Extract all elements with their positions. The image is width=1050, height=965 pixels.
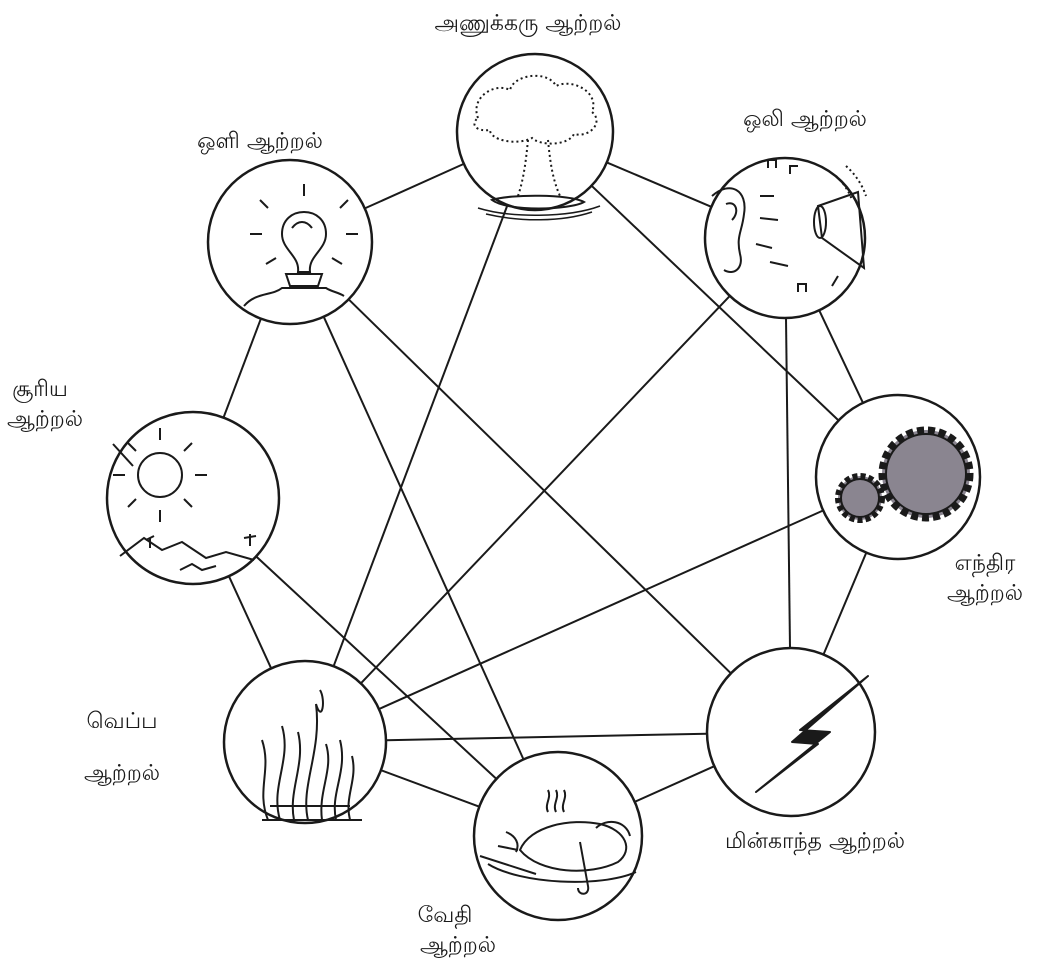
node-heat [224,661,386,823]
link-solar-light [224,319,261,418]
label-electrical: மின்காந்த ஆற்றல் [725,829,905,855]
link-nuclear-sound [607,162,712,206]
node-nuclear [457,54,613,220]
link-electrical-heat [386,734,707,741]
link-sound-electrical [786,318,790,648]
label-chemical-1: வேதி [418,903,473,929]
node-light [208,160,372,324]
node-sound [705,158,866,318]
link-electrical-chemical [635,766,715,802]
node-mechanical [816,395,980,559]
link-sound-heat [361,296,730,683]
link-heat-solar [229,576,271,668]
label-solar-2: ஆற்றல் [7,407,83,432]
node-chemical [474,752,642,920]
label-mechanical-2: ஆற்றல் [947,581,1023,606]
node-solar [107,412,279,584]
link-mechanical-electrical [824,553,867,655]
label-mechanical-1: எந்திர [955,551,1016,577]
label-solar-1: சூரிய [12,377,68,403]
label-heat-2: ஆற்றல் [84,761,160,786]
link-chemical-heat [381,770,479,807]
link-nuclear-light [365,164,464,209]
label-nuclear: அணுக்கரு ஆற்றல் [435,11,622,37]
label-heat-1: வெப்ப [87,709,158,734]
node-electrical [707,648,875,816]
label-light: ஒளி ஆற்றல் [197,129,323,154]
label-sound: ஒலி ஆற்றல் [743,107,867,132]
link-sound-mechanical [819,310,863,403]
label-chemical-2: ஆற்றல் [420,933,496,958]
